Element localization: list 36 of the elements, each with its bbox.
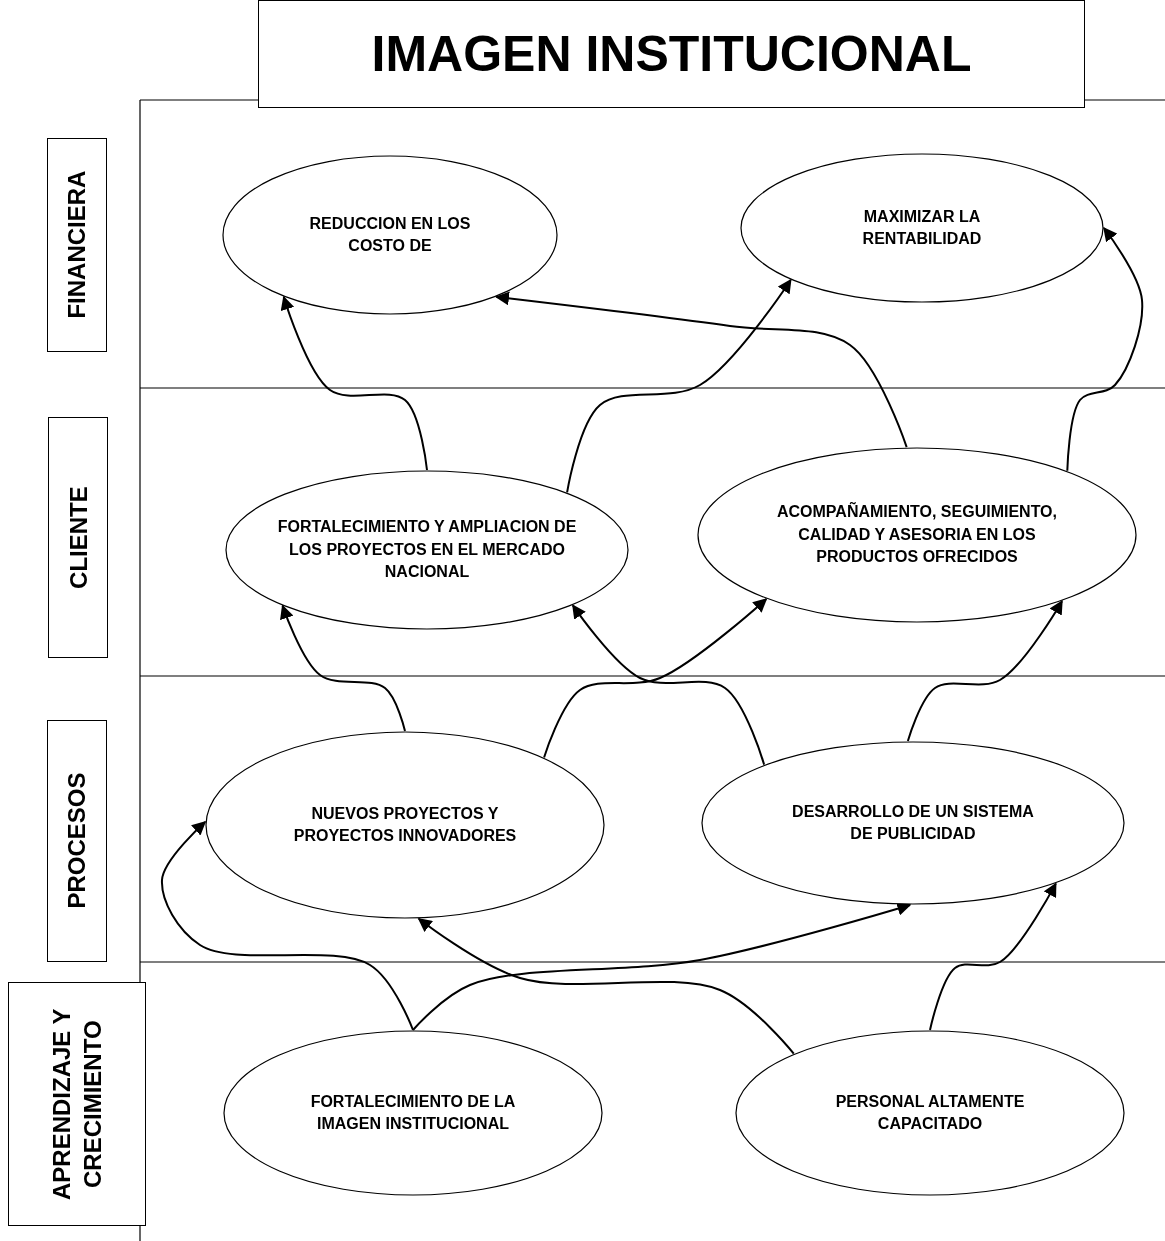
objective-ellipse [740,153,1104,303]
arrow [571,604,766,766]
arrow [1066,226,1144,472]
perspective-label: PROCESOS [62,772,92,911]
objective-ellipse [222,155,558,315]
arrow [417,917,795,1055]
objective-text: REDUCCION EN LOS COSTO DE [308,213,472,256]
objective-ellipse [223,1030,603,1196]
perspective-label-box [48,417,108,658]
objective-text: FORTALECIMIENTO DE LA IMAGEN INSTITUCIONAL [309,1091,517,1134]
perspective-label: CLIENTE [63,485,93,591]
perspective-label: FINANCIERA [62,170,92,321]
objective-ellipse [205,731,605,919]
perspective-label-box [8,982,146,1226]
arrow [543,598,768,759]
perspective-label: APRENDIZAJE Y CRECIMIENTO [46,1007,107,1202]
perspective-label-box [47,138,107,352]
arrow [906,599,1063,742]
objective-text: FORTALECIMIENTO Y AMPLIACION DE LOS PROYECTOS EN EL MERCADO NACIONAL [276,517,578,583]
objective-text: DESARROLLO DE UN SISTEMA DE PUBLICIDAD [791,801,1035,844]
arrow [929,882,1057,1031]
objective-ellipse [701,741,1125,905]
arrow [495,291,908,449]
arrow [161,820,414,1031]
objective-text: NUEVOS PROYECTOS Y PROYECTOS INNOVADORES [292,803,518,846]
arrow [280,604,406,732]
arrow [280,295,428,471]
arrow [566,278,792,494]
objective-ellipse [225,470,629,630]
perspective-label-box [47,720,107,962]
objective-text: PERSONAL ALTAMENTE CAPACITADO [834,1091,1026,1134]
objective-text: ACOMPAÑAMIENTO, SEGUIMIENTO, CALIDAD Y ASESORIA EN LOS PRODUCTOS OFRECIDOS [776,501,1058,568]
objective-ellipse [697,447,1137,623]
title: IMAGEN INSTITUCIONAL [371,25,972,83]
objective-text: MAXIMIZAR LA RENTABILIDAD [861,206,983,249]
objective-ellipse [735,1030,1125,1196]
